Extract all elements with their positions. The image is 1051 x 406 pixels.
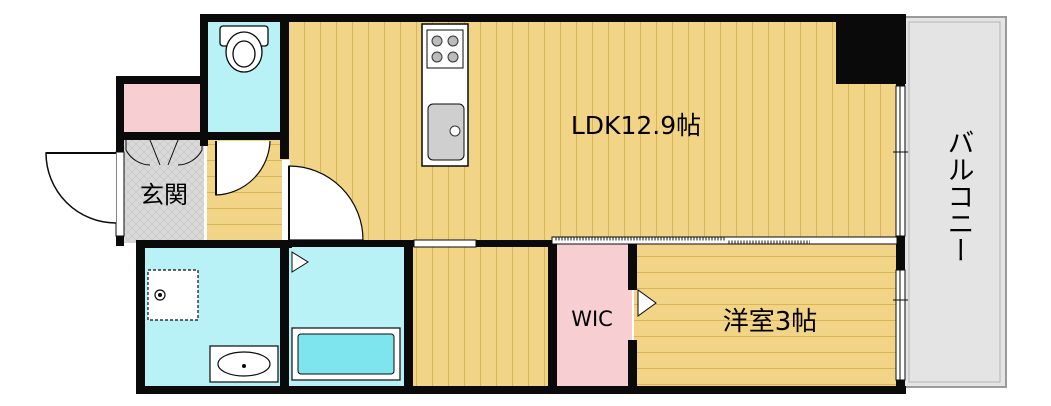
room-label-wic: WIC: [571, 307, 613, 331]
ldk-floor: [287, 20, 897, 240]
window-ldk: [893, 85, 908, 237]
toilet-icon: [219, 25, 269, 73]
room-label-ldk: LDK12.9帖: [571, 111, 701, 140]
balcony: [902, 16, 1007, 388]
shoe-closet: [124, 84, 204, 137]
ldk-door: [282, 160, 364, 241]
toilet-door: [215, 140, 271, 196]
kitchen-counter: [421, 23, 469, 167]
stove-icon: [426, 29, 464, 69]
entrance-door: [45, 151, 125, 237]
genkan-floor: [124, 140, 204, 243]
room-label-youshitsu: 洋室3帖: [723, 307, 818, 337]
corridor-opening: [413, 239, 477, 248]
washing-machine-icon: [147, 269, 199, 321]
wic-door-marker: [637, 289, 657, 317]
room-label-balcony: バルコニー: [943, 129, 974, 264]
kitchen-sink-icon: [427, 103, 465, 161]
sliding-partition: [551, 236, 898, 245]
washroom-door-marker: [291, 251, 309, 273]
washbasin-icon: [209, 345, 279, 383]
room-label-genkan: 玄関: [140, 181, 188, 209]
window-bedroom: [893, 269, 908, 381]
shoe-closet-doors: [125, 139, 203, 166]
bathtub-icon: [291, 327, 401, 381]
bedroom-floor: [634, 243, 897, 388]
corridor-floor: [412, 243, 550, 388]
wic-floor: [552, 243, 632, 388]
